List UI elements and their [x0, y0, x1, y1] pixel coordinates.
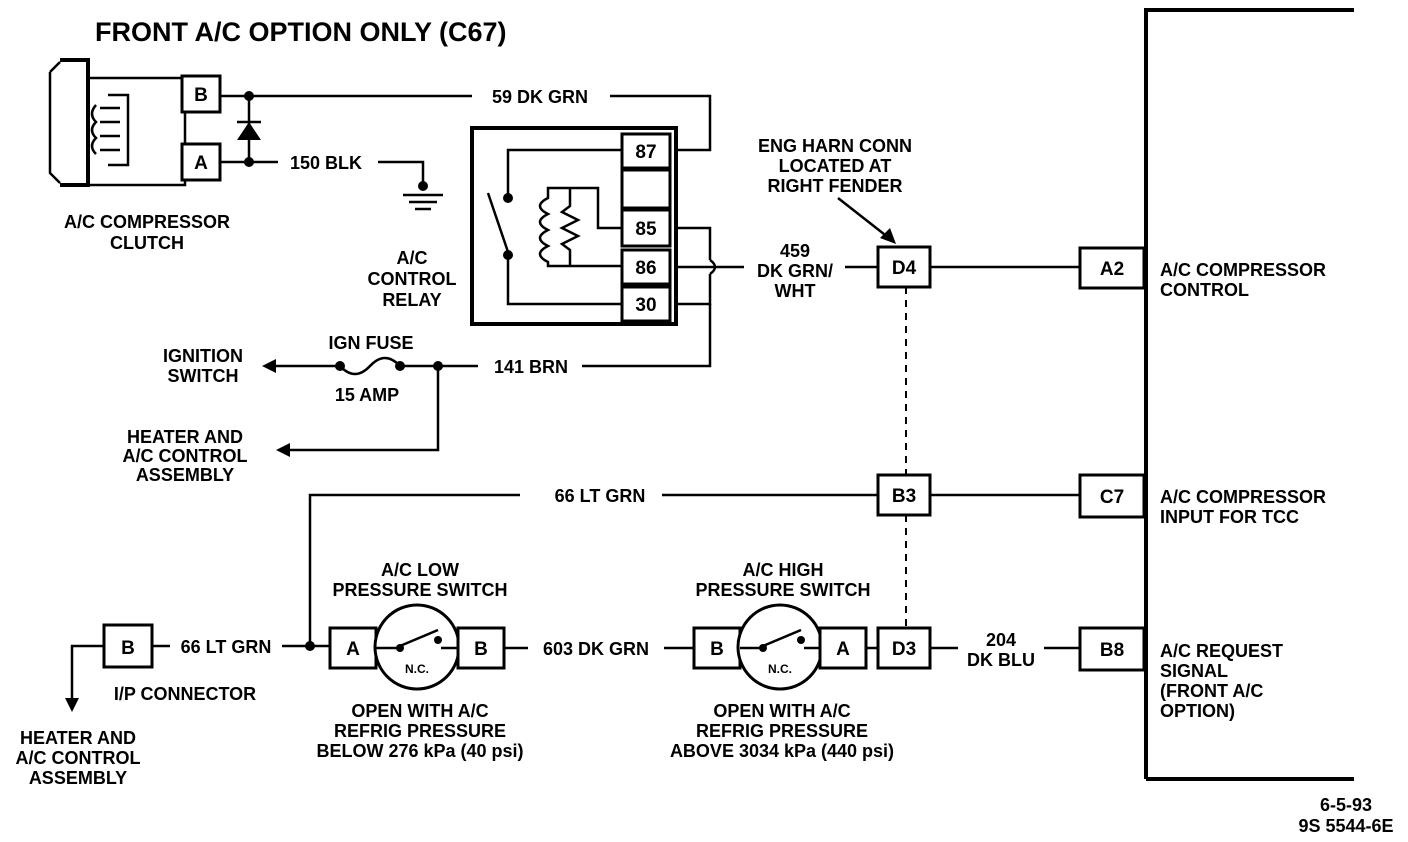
svg-text:RIGHT FENDER: RIGHT FENDER: [768, 176, 903, 196]
clutch-coil-icon: [90, 93, 130, 167]
footer-date: 6-5-93: [1320, 795, 1372, 815]
clutch-label: A/C COMPRESSOR: [64, 212, 230, 232]
ground-icon: [403, 193, 443, 211]
eng-harness-label: ENG HARN CONN: [758, 136, 912, 156]
svg-text:PRESSURE SWITCH: PRESSURE SWITCH: [332, 580, 507, 600]
high-switch-note: OPEN WITH A/C: [713, 701, 850, 721]
wire-141-label: 141 BRN: [494, 357, 568, 377]
compressor-clutch: B A A/C COMPRESSOR CLUTCH: [48, 58, 230, 253]
svg-text:CONTROL: CONTROL: [368, 269, 457, 289]
pcm-a2-label: A/C COMPRESSOR: [1160, 260, 1326, 280]
wire-59-right: [610, 94, 712, 152]
low-switch-label: A/C LOW: [381, 560, 459, 580]
svg-text:DK BLU: DK BLU: [967, 650, 1035, 670]
relay-label: A/C: [397, 248, 428, 268]
ignition-switch-label: IGNITION: [163, 346, 243, 366]
svg-text:ABOVE 3034 kPa (440 psi): ABOVE 3034 kPa (440 psi): [670, 741, 894, 761]
clutch-pin-a: [180, 142, 222, 182]
relay-resistor-icon: [559, 188, 581, 266]
fuse-icon: [339, 356, 401, 376]
svg-text:OPTION): OPTION): [1160, 701, 1235, 721]
fuse-name: IGN FUSE: [328, 333, 413, 353]
svg-text:B: B: [710, 639, 724, 660]
low-switch-contact-icon: [399, 628, 439, 648]
pcm-pin-b8: [1078, 626, 1146, 672]
relay: 87 85 86 30: [470, 126, 678, 326]
wire-150-label: 150 BLK: [290, 153, 362, 173]
arrow-to-ignition-icon: [262, 359, 276, 373]
svg-text:D4: D4: [892, 258, 917, 279]
relay-coil-icon: [538, 186, 622, 268]
svg-text:REFRIG PRESSURE: REFRIG PRESSURE: [334, 721, 506, 741]
low-switch-note: OPEN WITH A/C: [351, 701, 488, 721]
pcm-pin-a2: [1078, 246, 1146, 290]
clutch-pin-b: [180, 74, 222, 114]
svg-text:DK GRN/: DK GRN/: [757, 261, 833, 281]
heater-upper-label: HEATER AND: [127, 427, 243, 447]
relay-pin-30: 30: [635, 295, 656, 316]
svg-text:A2: A2: [1100, 259, 1124, 280]
svg-text:B: B: [121, 638, 135, 659]
pcm-c7-label: A/C COMPRESSOR: [1160, 487, 1326, 507]
wire-66-top-label: 66 LT GRN: [555, 486, 646, 506]
svg-text:CONTROL: CONTROL: [1160, 280, 1249, 300]
svg-text:A: A: [194, 153, 208, 174]
high-switch-label: A/C HIGH: [743, 560, 824, 580]
svg-text:RELAY: RELAY: [382, 290, 441, 310]
wire-204-number: 204: [986, 630, 1016, 650]
fuse-rating: 15 AMP: [335, 385, 399, 405]
relay-pin-86: 86: [635, 258, 656, 279]
svg-text:A/C CONTROL: A/C CONTROL: [123, 446, 248, 466]
harness-pointer-arrow-icon: [880, 228, 896, 244]
svg-text:WHT: WHT: [775, 281, 816, 301]
wire-59-label: 59 DK GRN: [492, 87, 588, 107]
svg-text:D3: D3: [892, 639, 916, 660]
svg-text:REFRIG PRESSURE: REFRIG PRESSURE: [696, 721, 868, 741]
clutch-housing: [60, 58, 90, 187]
relay-switch-icon: [486, 192, 510, 253]
svg-text:ASSEMBLY: ASSEMBLY: [136, 465, 234, 485]
heater-lower-label: HEATER AND: [20, 728, 136, 748]
low-switch-nc: N.C.: [405, 662, 429, 676]
svg-text:A: A: [346, 639, 360, 660]
relay-housing: [470, 126, 678, 326]
svg-text:(FRONT A/C: (FRONT A/C: [1160, 681, 1263, 701]
svg-text:LOCATED AT: LOCATED AT: [779, 156, 892, 176]
svg-text:C7: C7: [1100, 487, 1124, 508]
wire-459-number: 459: [780, 241, 810, 261]
svg-text:PRESSURE SWITCH: PRESSURE SWITCH: [695, 580, 870, 600]
svg-text:INPUT FOR TCC: INPUT FOR TCC: [1160, 507, 1299, 527]
high-switch-pin-b: [692, 626, 742, 670]
ip-connector-label: I/P CONNECTOR: [114, 684, 256, 704]
svg-text:A/C CONTROL: A/C CONTROL: [16, 748, 141, 768]
relay-pin-87: 87: [635, 142, 656, 163]
svg-text:BELOW 276 kPa (40 psi): BELOW 276 kPa (40 psi): [316, 741, 523, 761]
svg-text:B8: B8: [1100, 640, 1124, 661]
svg-text:CLUTCH: CLUTCH: [110, 233, 184, 253]
arrow-to-heater-icon: [276, 443, 290, 457]
high-switch-contact-icon: [762, 628, 802, 648]
svg-text:SWITCH: SWITCH: [168, 366, 239, 386]
relay-pin-85: 85: [635, 219, 657, 240]
svg-text:B: B: [474, 639, 488, 660]
wire-603-label: 603 DK GRN: [543, 639, 649, 659]
pcm-pin-c7: [1078, 473, 1146, 519]
diagram-title: FRONT A/C OPTION ONLY (C67): [95, 17, 507, 47]
wire-66-left-label: 66 LT GRN: [181, 637, 272, 657]
diode-icon: [237, 122, 261, 140]
svg-text:B3: B3: [892, 486, 916, 507]
svg-text:A: A: [836, 639, 850, 660]
arrow-to-heater-lower-icon: [65, 698, 79, 712]
svg-text:SIGNAL: SIGNAL: [1160, 661, 1228, 681]
svg-text:ASSEMBLY: ASSEMBLY: [29, 768, 127, 788]
footer-code: 9S 5544-6E: [1298, 816, 1393, 836]
connector-d4: [876, 245, 932, 289]
pcm-b8-label: A/C REQUEST: [1160, 641, 1283, 661]
svg-text:B: B: [194, 85, 208, 106]
high-switch-nc: N.C.: [768, 662, 792, 676]
